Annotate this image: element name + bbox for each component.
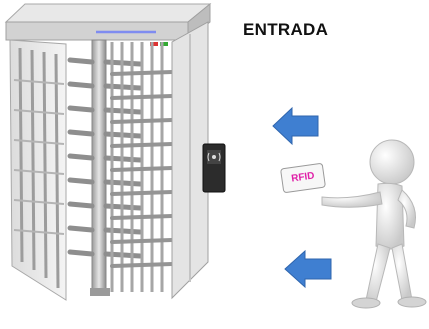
arrow-left-icon: [284, 249, 332, 289]
rfid-card-icon: [280, 163, 326, 193]
rfid-reader-icon: [202, 143, 226, 193]
arrow-left-icon: [272, 106, 319, 146]
entrada-heading: ENTRADA: [243, 20, 329, 39]
stick-figure-person-icon: [321, 139, 427, 309]
turnstile-gate-icon: [4, 2, 212, 301]
